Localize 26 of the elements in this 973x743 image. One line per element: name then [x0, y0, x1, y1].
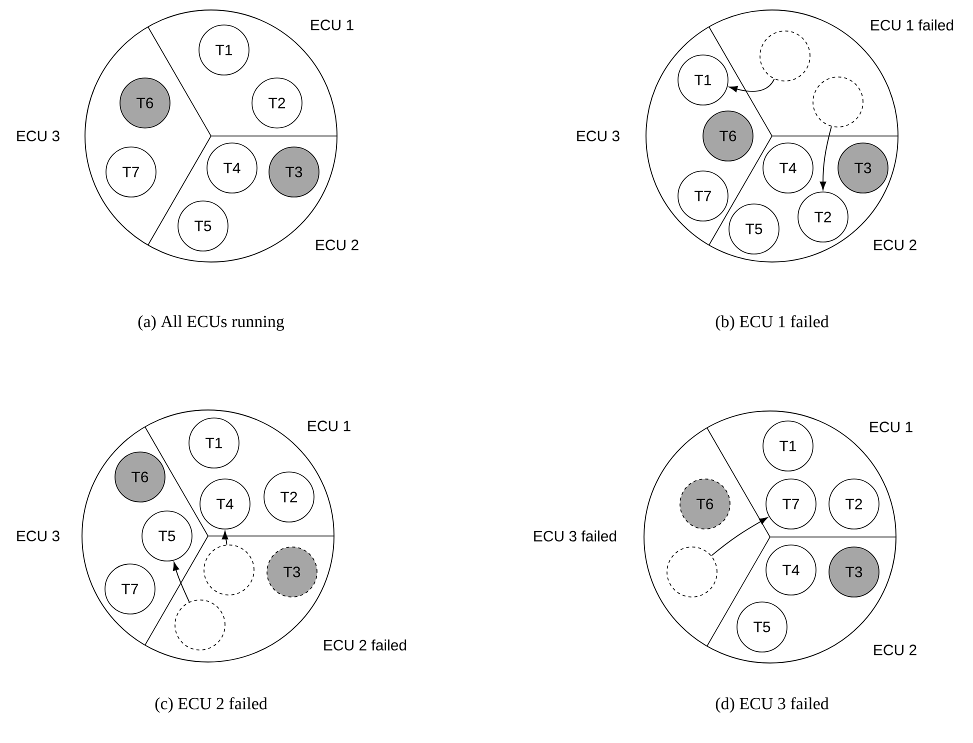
ecu-label: ECU 2 — [874, 240, 916, 250]
caption: (d) ECU 3 failed — [716, 697, 829, 713]
ecu-label: ECU 3 — [17, 130, 60, 142]
ecu-label: ECU 1 — [870, 422, 912, 432]
caption: (c) ECU 2 failed — [155, 697, 268, 713]
ecu-label: ECU 3 — [17, 530, 60, 542]
ecu-label: ECU 2 failed — [324, 639, 406, 650]
ecu-label: ECU 2 — [316, 240, 358, 250]
ecu-label: ECU 1 — [311, 20, 354, 30]
caption: (b) ECU 1 failed — [716, 315, 829, 331]
moved-task-circle — [204, 544, 254, 596]
arrow — [729, 78, 775, 92]
ecu-label: ECU 3 — [577, 130, 620, 142]
moved-task-circle — [666, 546, 718, 598]
moved-task-circle — [812, 76, 864, 128]
ecu-label: ECU 3 failed — [534, 530, 616, 542]
arrow — [711, 517, 768, 556]
ecu-label: ECU 2 — [874, 644, 916, 656]
moved-task-circle — [760, 30, 810, 82]
arrow — [820, 126, 832, 190]
arrow — [172, 562, 190, 602]
ecu-label: ECU 1 — [308, 420, 350, 432]
arrow — [222, 530, 228, 546]
moved-task-circle — [174, 600, 226, 650]
ecu-label: ECU 1 failed — [871, 20, 954, 30]
caption: (a) All ECUs running — [138, 315, 284, 331]
